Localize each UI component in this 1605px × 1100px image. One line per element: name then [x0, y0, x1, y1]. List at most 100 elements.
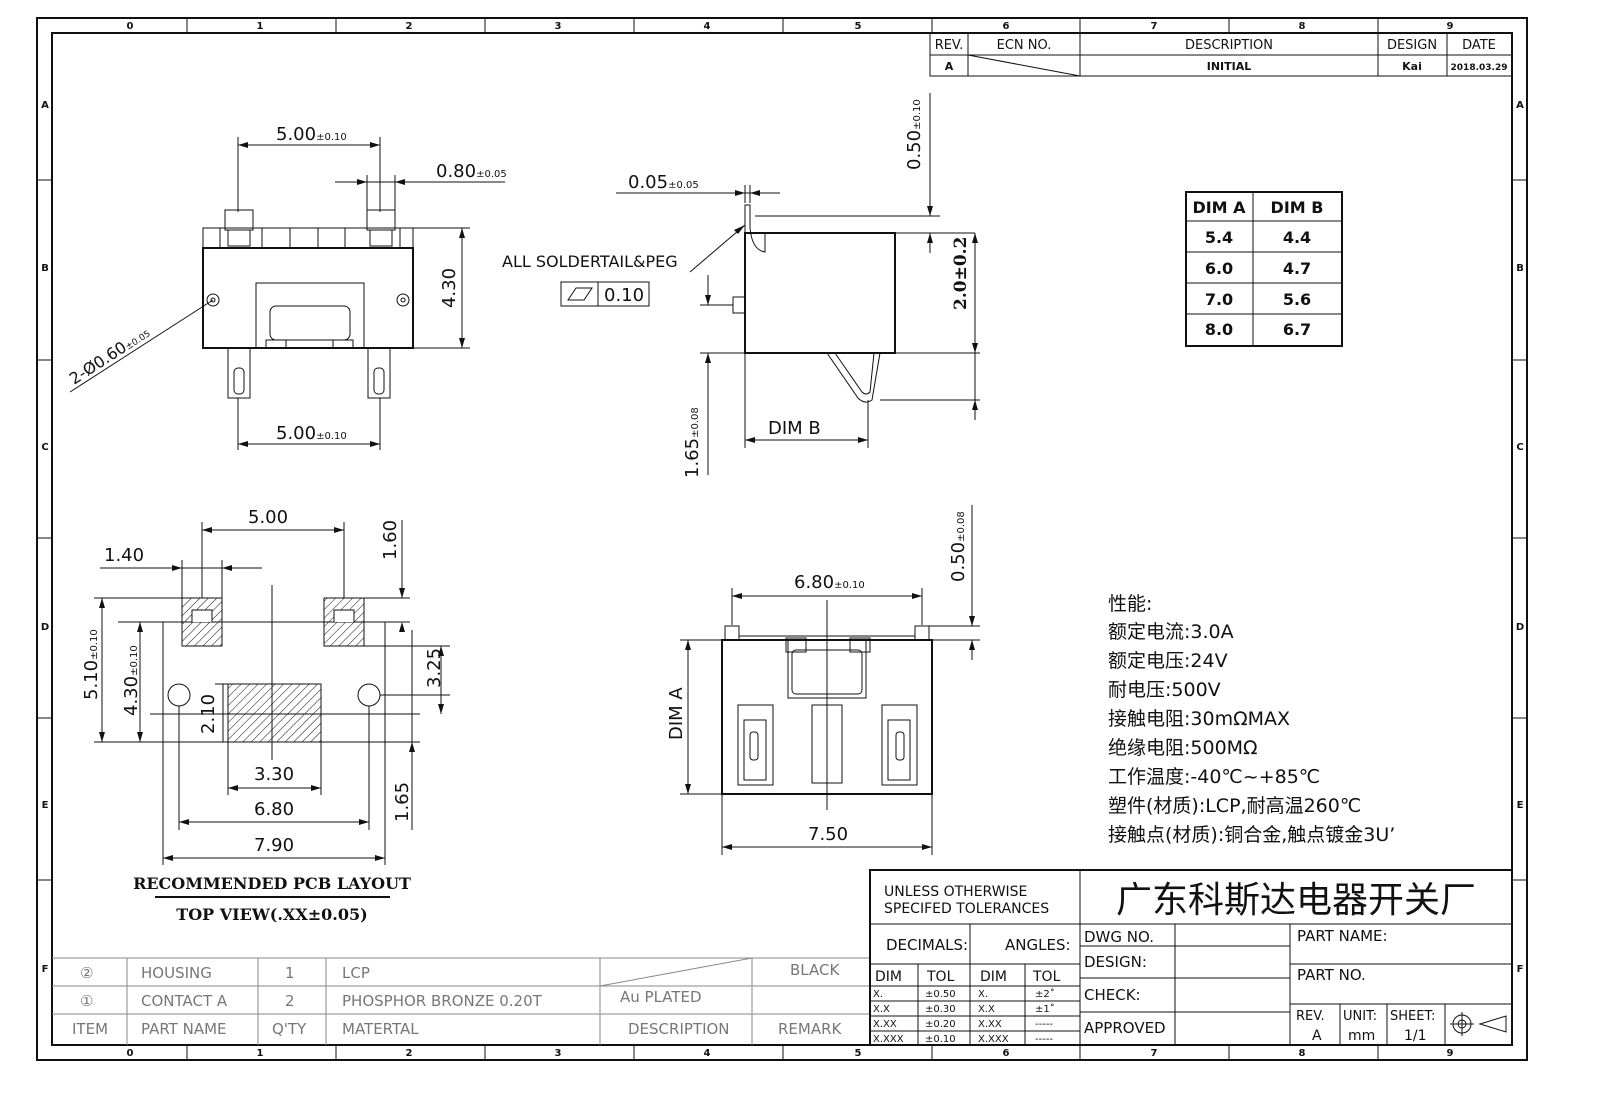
part-name-label: PART NAME:	[1297, 927, 1388, 945]
tolerance-subtitle: SPECIFED TOLERANCES	[884, 901, 1049, 917]
pcb-dim-500: 5.00	[248, 507, 288, 528]
bom-item: ②	[80, 964, 93, 982]
dec-tol: ±0.50	[925, 989, 956, 1000]
svg-text:5.00±0.10: 5.00±0.10	[276, 423, 347, 444]
col-label: 6	[1003, 21, 1010, 32]
row-label: C	[41, 442, 48, 453]
bom-header-material: MATERTAL	[342, 1020, 419, 1038]
svg-text:5.10±0.10: 5.10±0.10	[81, 629, 102, 700]
bom-header-name: PART NAME	[141, 1020, 227, 1038]
front-dim-050-tol: ±0.08	[956, 511, 967, 542]
bom-header-remark: REMARK	[778, 1020, 843, 1038]
pcb-dim-510-tol: ±0.10	[89, 629, 100, 660]
bom-header-desc: DESCRIPTION	[628, 1020, 730, 1038]
spec-line: 性能:	[1108, 593, 1152, 615]
bom-material: PHOSPHOR BRONZE 0.20T	[342, 992, 543, 1010]
pcb-dim-680: 6.80	[254, 799, 294, 820]
ang-dim: X.XXX	[978, 1034, 1009, 1045]
rev-value: A	[1312, 1028, 1322, 1044]
ang-tol: ±1˚	[1035, 1003, 1055, 1015]
svg-text:0.05±0.05: 0.05±0.05	[628, 172, 699, 193]
pcb-dim-165: 1.65	[392, 782, 413, 822]
approved-label: APPROVED	[1084, 1019, 1166, 1037]
pcb-dim-160: 1.60	[380, 520, 401, 560]
bom-part-name: CONTACT A	[141, 992, 228, 1010]
tolerance-title: UNLESS OTHERWISE	[884, 884, 1027, 900]
decimals-label: DECIMALS:	[886, 936, 968, 954]
row-label: E	[1517, 800, 1524, 811]
side-view: 0.05±0.05 ALL SOLDERTAIL&PEG 0.10 0.50±0…	[502, 93, 980, 478]
sheet-label: SHEET:	[1390, 1009, 1435, 1024]
dec-dim: X.X	[873, 1004, 890, 1015]
bom-material: LCP	[342, 964, 370, 982]
front-dim-680: 6.80	[794, 572, 834, 593]
bom-description: Au PLATED	[620, 988, 702, 1006]
pcb-dim-510: 5.10	[81, 660, 102, 700]
dim-top-gap-tol: ±0.10	[912, 99, 923, 130]
ang-dim: X.XX	[978, 1019, 1002, 1030]
ecn-header: ECN NO.	[997, 38, 1052, 53]
bom-header-qty: Q'TY	[272, 1020, 307, 1038]
col-label: 5	[855, 21, 862, 32]
design-label: DESIGN:	[1084, 953, 1147, 971]
dec-tol: ±0.20	[925, 1019, 956, 1030]
front-dim-050: 0.50	[948, 542, 969, 582]
spec-line: 额定电流:3.0A	[1108, 621, 1234, 643]
dim-b-header: DIM B	[1271, 198, 1324, 217]
front-view: 6.80±0.10 0.50±0.08 DIM A 7.50	[666, 505, 980, 855]
dim-hole: 2-Ø0.60	[66, 337, 130, 388]
col-label: 3	[555, 1048, 562, 1059]
svg-text:0.50±0.10: 0.50±0.10	[904, 99, 925, 170]
row-label: A	[1516, 100, 1524, 111]
dim-label: DIM	[875, 969, 902, 985]
svg-text:0.50±0.08: 0.50±0.08	[948, 511, 969, 582]
front-dim-750: 7.50	[808, 824, 848, 845]
svg-text:0.80±0.05: 0.80±0.05	[436, 161, 507, 182]
description-value: INITIAL	[1207, 60, 1252, 73]
col-label: 1	[257, 21, 264, 32]
spec-line: 接触电阻:30mΩMAX	[1108, 708, 1290, 730]
design-value: Kai	[1402, 60, 1422, 73]
col-label: 1	[257, 1048, 264, 1059]
pcb-dim-210: 2.10	[198, 694, 219, 734]
col-label: 9	[1447, 21, 1454, 32]
col-label: 8	[1299, 1048, 1306, 1059]
svg-text:4.30±0.10: 4.30±0.10	[121, 645, 142, 716]
sheet-value: 1/1	[1404, 1028, 1427, 1044]
spec-line: 绝缘电阻:500MΩ	[1108, 737, 1258, 759]
col-label: 8	[1299, 21, 1306, 32]
bom-qty: 2	[285, 992, 295, 1010]
design-header: DESIGN	[1387, 38, 1437, 53]
check-label: CHECK:	[1084, 986, 1141, 1004]
svg-text:5.00±0.10: 5.00±0.10	[276, 124, 347, 145]
dec-tol: ±0.10	[925, 1034, 956, 1045]
row-label: B	[1516, 263, 1524, 274]
pcb-subtitle: TOP VIEW(.XX±0.05)	[176, 905, 367, 924]
dim-a-label: DIM A	[666, 687, 687, 740]
company-name: 广东科斯达电器开关厂	[1116, 880, 1476, 921]
pcb-dim-430: 4.30	[121, 676, 142, 716]
date-header: DATE	[1462, 38, 1496, 53]
dec-dim: X.	[873, 989, 883, 1000]
row-label: F	[42, 964, 49, 975]
bom-part-name: HOUSING	[141, 964, 212, 982]
dim-thickness: 0.05	[628, 172, 668, 193]
dec-tol: ±0.30	[925, 1004, 956, 1015]
angles-label: ANGLES:	[1005, 936, 1071, 954]
table-cell: 5.4	[1205, 228, 1233, 247]
col-label: 4	[704, 21, 711, 32]
pcb-dim-430-tol: ±0.10	[129, 645, 140, 676]
dec-dim: X.XXX	[873, 1034, 904, 1045]
col-label: 3	[555, 21, 562, 32]
unit-label: UNIT:	[1343, 1009, 1377, 1024]
spec-line: 接触点(材质):铜合金,触点镀金3U’	[1108, 824, 1395, 846]
row-label: B	[41, 263, 49, 274]
spec-line: 塑件(材质):LCP,耐高温260℃	[1108, 795, 1361, 817]
dim-label: DIM	[980, 969, 1007, 985]
drawing-border: 0 1 2 3 4 5 6 7 8 9 0 1 2 3 4 5 6 7 8 9 …	[36, 17, 1528, 1061]
col-label: 0	[127, 21, 134, 32]
row-label: D	[1516, 622, 1524, 633]
table-cell: 5.6	[1283, 290, 1311, 309]
dim-height: 4.30	[439, 268, 460, 308]
